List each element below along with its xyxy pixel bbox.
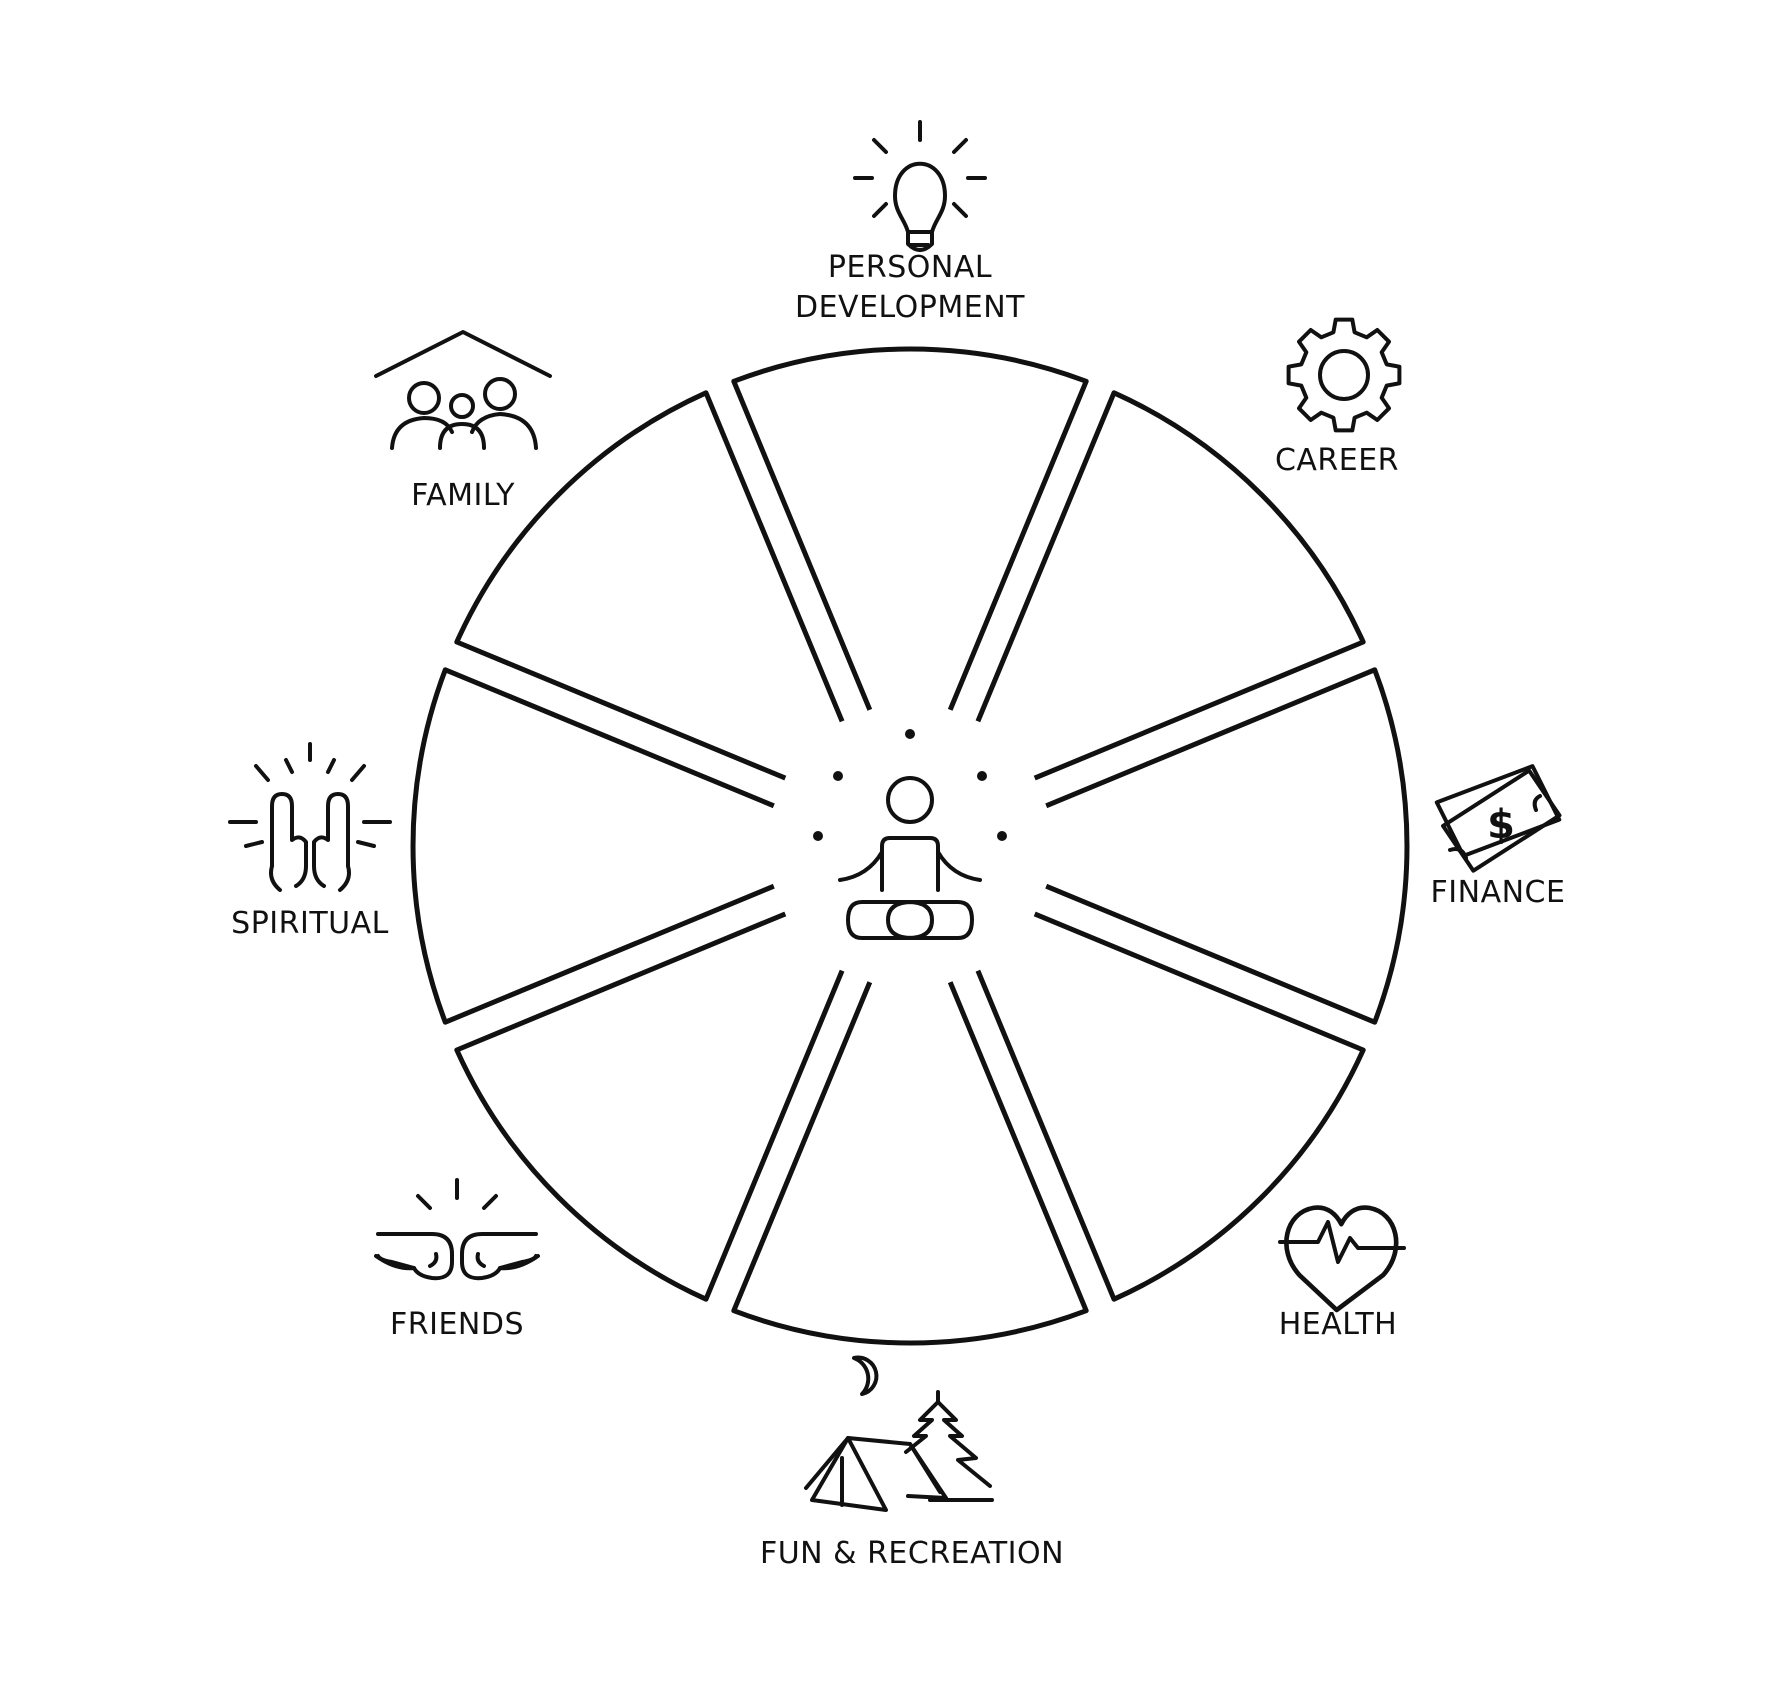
wheel-segment-fun-recreation — [731, 981, 1089, 1346]
lightbulb-icon — [853, 120, 987, 252]
wheel-segments — [410, 346, 1410, 1346]
wheel-segment-family — [454, 390, 845, 781]
family-house-icon — [374, 330, 552, 450]
money-icon: $ — [1434, 764, 1562, 873]
label-finance: FINANCE — [1430, 875, 1566, 910]
wheel-segment-personal-development — [731, 346, 1089, 711]
svg-text:$: $ — [1487, 802, 1515, 848]
gear-icon — [1286, 317, 1402, 433]
praying-hands-icon — [228, 742, 392, 892]
label-health: HEALTH — [1278, 1307, 1398, 1342]
wheel-segment-spiritual — [410, 667, 775, 1025]
label-personal-development: PERSONAL DEVELOPMENT — [795, 248, 1025, 328]
camping-tent-icon — [804, 1355, 994, 1512]
heart-pulse-icon — [1278, 1205, 1406, 1313]
wheel-segment-finance — [1045, 667, 1410, 1025]
label-career: CAREER — [1274, 443, 1400, 478]
wheel-segment-health — [975, 911, 1366, 1302]
meditation-icon — [813, 729, 1007, 940]
label-personal-development-line2: DEVELOPMENT — [795, 290, 1025, 325]
wheel-segment-friends — [454, 911, 845, 1302]
label-spiritual: SPIRITUAL — [231, 906, 389, 941]
label-fun-recreation: FUN & RECREATION — [759, 1536, 1065, 1571]
label-friends: FRIENDS — [390, 1307, 524, 1342]
label-family: FAMILY — [411, 478, 515, 513]
fist-bump-icon — [374, 1178, 540, 1281]
wheel-segment-career — [975, 390, 1366, 781]
label-personal-development-line1: PERSONAL — [827, 250, 993, 285]
